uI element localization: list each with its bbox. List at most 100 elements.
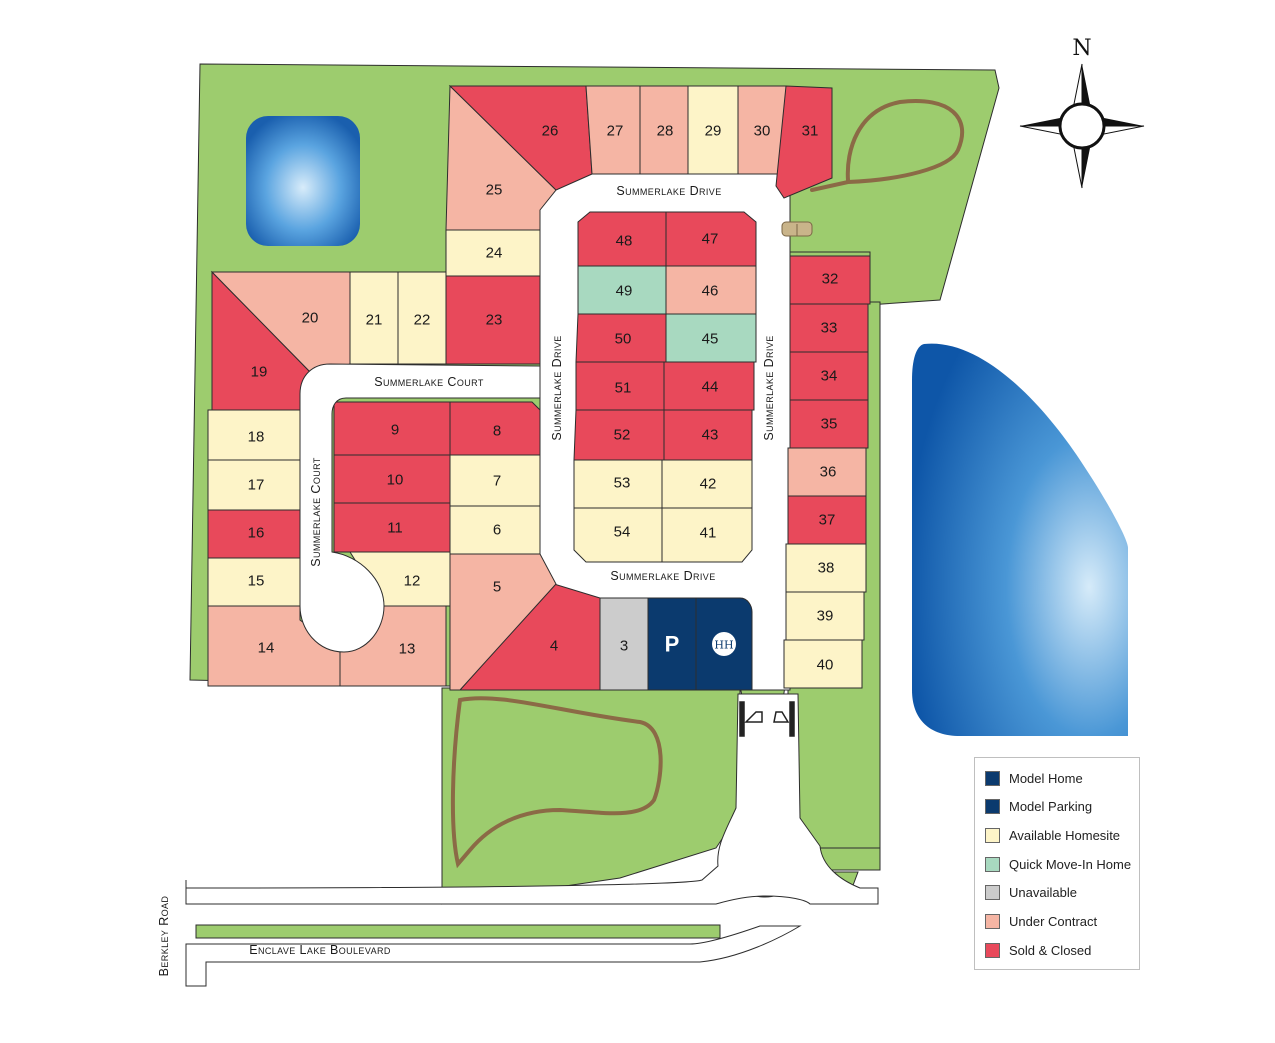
homesite-lot-number-32: 32 — [822, 271, 839, 288]
homesite-lot-number-37: 37 — [819, 512, 836, 529]
street-label-summerlake-drive-left: Summerlake Drive — [550, 335, 564, 440]
legend-swatch — [985, 942, 1000, 958]
legend-label: Model Home — [1009, 770, 1083, 786]
homesite-lot-number-3: 3 — [620, 638, 628, 655]
street-label-berkley-road: Berkley Road — [157, 896, 171, 977]
legend-swatch — [985, 856, 1000, 872]
homesite-lot-number-7: 7 — [493, 473, 501, 490]
legend-label: Quick Move-In Home — [1009, 856, 1132, 872]
legend-item-available: Available Homesite — [985, 826, 1120, 844]
homesite-lot-50[interactable] — [575, 313, 667, 363]
street-label-summerlake-drive-bottom: Summerlake Drive — [610, 569, 715, 583]
lake — [912, 343, 1128, 736]
homesite-lot-52[interactable] — [573, 409, 665, 461]
homesite-lot-number-46: 46 — [702, 283, 719, 300]
homesite-lot-number-12: 12 — [404, 573, 421, 590]
homesite-lot-number-48: 48 — [616, 233, 633, 250]
summerlake-court-road — [299, 363, 541, 653]
homesite-lot-number-43: 43 — [702, 427, 719, 444]
homesite-lot-number-14: 14 — [258, 640, 275, 657]
homesite-lot-number-19: 19 — [251, 364, 268, 381]
homesite-lot-number-8: 8 — [493, 423, 501, 440]
legend-item-sold: Sold & Closed — [985, 941, 1091, 959]
homesite-lot-number-54: 54 — [614, 524, 631, 541]
homesite-lot-number-17: 17 — [248, 477, 265, 494]
homesite-lot-number-13: 13 — [399, 641, 416, 658]
homesite-lot-number-33: 33 — [821, 320, 838, 337]
homesite-lot-number-45: 45 — [702, 331, 719, 348]
legend-swatch — [985, 770, 1000, 786]
pond — [246, 116, 360, 246]
street-label-enclave-lake-boulevard: Enclave Lake Boulevard — [249, 943, 391, 957]
homesite-lot-number-53: 53 — [614, 475, 631, 492]
walking-path — [450, 99, 965, 869]
homesite-lot-number-4: 4 — [550, 638, 558, 655]
homesite-lot-number-24: 24 — [486, 245, 503, 262]
homesite-lot-number-9: 9 — [391, 422, 399, 439]
homesite-lot-number-35: 35 — [821, 416, 838, 433]
homesite-lot-number-22: 22 — [414, 312, 431, 329]
homesite-lot-number-44: 44 — [702, 379, 719, 396]
mailbox-icon — [781, 221, 813, 237]
homesite-lot-35[interactable] — [789, 399, 869, 449]
homesite-lot-54[interactable] — [573, 507, 663, 563]
homesite-lot-number-6: 6 — [493, 522, 501, 539]
parking-icon: P — [665, 632, 680, 657]
legend-item-quick-move-in: Quick Move-In Home — [985, 855, 1131, 873]
roads — [185, 693, 879, 987]
street-label-summerlake-court-left: Summerlake Court — [309, 457, 323, 567]
legend-item-model-home: Model Home — [985, 769, 1083, 787]
homesite-lot-number-25: 25 — [486, 182, 503, 199]
homesite-lot-number-23: 23 — [486, 312, 503, 329]
legend-item-unavailable: Unavailable — [985, 884, 1077, 902]
homesite-lot-number-21: 21 — [366, 312, 383, 329]
homesite-lot-number-39: 39 — [817, 608, 834, 625]
compass-north-label: N — [1072, 36, 1092, 61]
homesite-lot-number-42: 42 — [700, 476, 717, 493]
homesite-lot-40[interactable] — [783, 639, 863, 689]
homesite-lot-number-20: 20 — [302, 310, 319, 327]
homesite-lot-number-36: 36 — [820, 464, 837, 481]
legend-item-under-contract: Under Contract — [985, 913, 1097, 931]
homesite-lot-number-38: 38 — [818, 560, 835, 577]
homesite-lot-number-26: 26 — [542, 123, 559, 140]
homesite-lot-number-50: 50 — [615, 331, 632, 348]
homesite-lot-number-16: 16 — [248, 525, 265, 542]
homesite-lot-number-15: 15 — [248, 573, 265, 590]
homesite-lot-number-28: 28 — [657, 123, 674, 140]
homesite-lot-39[interactable] — [785, 591, 865, 641]
homesite-lot-32[interactable] — [789, 255, 871, 305]
homesite-lot-number-5: 5 — [493, 579, 501, 596]
street-label-summerlake-drive-top: Summerlake Drive — [616, 184, 721, 198]
homesite-lot-number-18: 18 — [248, 429, 265, 446]
homesite-lot-number-51: 51 — [615, 380, 632, 397]
entry-gate-icon — [739, 701, 795, 737]
model-home-logo-text: HH — [714, 639, 733, 652]
legend-swatch — [985, 885, 1000, 901]
homesite-lot-number-27: 27 — [607, 123, 624, 140]
homesite-lot-number-47: 47 — [702, 231, 719, 248]
legend-swatch — [985, 914, 1000, 929]
legend-label: Model Parking — [1009, 799, 1093, 815]
homesite-lot-number-30: 30 — [754, 123, 771, 140]
street-label-summerlake-court-top: Summerlake Court — [374, 375, 484, 389]
legend-label: Available Homesite — [1009, 827, 1121, 843]
homesite-lot-38[interactable] — [785, 543, 867, 593]
homesite-lot-31[interactable] — [775, 85, 833, 199]
homesite-lot-number-49: 49 — [616, 283, 633, 300]
legend-swatch — [985, 799, 1000, 815]
legend-item-model-parking: Model Parking — [985, 798, 1092, 816]
homesite-lot-number-40: 40 — [817, 657, 834, 674]
compass-rose-icon — [1019, 63, 1145, 189]
homesite-lot-number-31: 31 — [802, 123, 819, 140]
model-home-logo-icon — [712, 632, 736, 656]
homesite-lot-number-11: 11 — [387, 520, 403, 537]
legend-swatch — [985, 827, 1000, 843]
homesite-lot-number-29: 29 — [705, 123, 722, 140]
street-label-summerlake-drive-right: Summerlake Drive — [762, 335, 776, 440]
homesite-lot-number-10: 10 — [387, 472, 404, 489]
legend-label: Sold & Closed — [1009, 942, 1092, 958]
